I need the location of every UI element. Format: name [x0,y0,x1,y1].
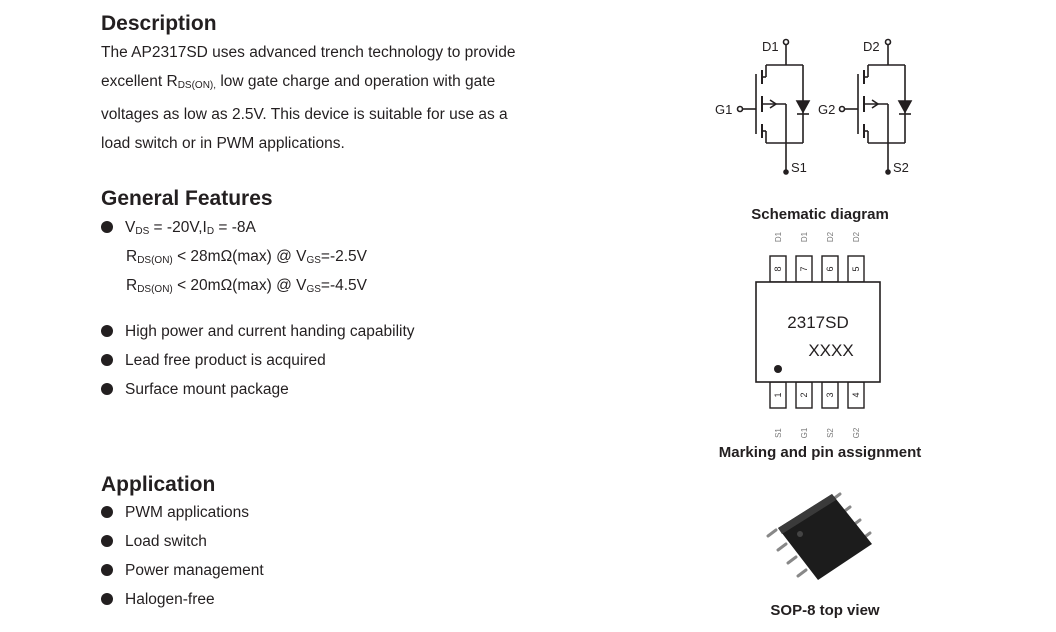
application-item: PWM applications [101,504,249,522]
svg-text:4: 4 [851,392,861,397]
bullet-icon [101,535,113,547]
top-pin-numbers: 8 7 6 5 [773,266,861,271]
svg-text:1: 1 [773,392,783,397]
marking-line-1: 2317SD [787,313,848,332]
application-item: Load switch [101,533,207,551]
chip-pin1-dot-icon [797,531,803,537]
svg-text:D2: D2 [826,231,835,242]
bullet-icon [101,506,113,518]
svg-text:5: 5 [851,266,861,271]
svg-text:G1: G1 [800,427,809,438]
description-heading: Description [101,12,217,35]
bullet-icon [101,564,113,576]
feature-item: Surface mount package [101,381,289,399]
bullet-icon [101,383,113,395]
chip-bevel [778,494,836,534]
description-body: The AP2317SD uses advanced trench techno… [101,38,661,158]
schematic-caption: Schematic diagram [751,206,889,223]
label-g2: G2 [818,102,835,117]
label-s1: S1 [791,160,807,175]
svg-text:3: 3 [825,392,835,397]
label-g1: G1 [715,102,732,117]
bottom-pin-signals: S1 G1 S2 G2 [774,427,861,438]
svg-text:D1: D1 [774,231,783,242]
application-item: Power management [101,562,264,580]
svg-text:8: 8 [773,266,783,271]
svg-text:6: 6 [825,266,835,271]
description-line-2: excellent RDS(ON), low gate charge and o… [101,73,496,91]
application-heading: Application [101,473,216,496]
svg-text:D1: D1 [800,231,809,242]
top-pin-signals: D1 D1 D2 D2 [774,231,861,242]
description-line-4: load switch or in PWM applications. [101,135,345,152]
label-d1: D1 [762,39,779,54]
bottom-pins [769,381,865,409]
bullet-icon [101,325,113,337]
label-d2: D2 [863,39,880,54]
marking-line-2: XXXX [808,341,853,360]
svg-text:G2: G2 [852,427,861,438]
svg-text:D2: D2 [852,231,861,242]
package-caption: Marking and pin assignment [718,444,922,461]
feature-item: Lead free product is acquired [101,352,326,370]
svg-text:7: 7 [799,266,809,271]
application-item: Halogen-free [101,591,215,609]
schematic-diagram: D1 D2 G1 G2 S1 S2 [715,38,912,175]
svg-text:S2: S2 [826,428,835,438]
sop8-chip-image [766,492,872,580]
general-features-heading: General Features [101,187,273,210]
bullet-icon [101,221,113,233]
feature-spec-vds: VDS = -20V,ID = -8A [101,219,256,237]
svg-text:2: 2 [799,392,809,397]
pin1-dot-icon [774,365,782,373]
package-pin-diagram: 2317SD XXXX 8 7 6 5 1 2 3 4 D1 D1 D2 D2 … [755,231,881,438]
feature-item: High power and current handing capabilit… [101,323,415,341]
top-view-caption: SOP-8 top view [770,602,880,619]
mosfet-1-symbol [736,38,811,175]
description-line-3: voltages as low as 2.5V. This device is … [101,106,508,123]
bullet-icon [101,593,113,605]
bottom-pin-numbers: 1 2 3 4 [773,392,861,397]
feature-spec-rds-2: RDS(ON) < 20mΩ(max) @ VGS=-4.5V [126,277,368,295]
feature-spec-rds-1: RDS(ON) < 28mΩ(max) @ VGS=-2.5V [126,248,368,266]
svg-text:S1: S1 [774,428,783,438]
top-pins [769,255,865,283]
bullet-icon [101,354,113,366]
description-line-1: The AP2317SD uses advanced trench techno… [101,44,516,61]
label-s2: S2 [893,160,909,175]
